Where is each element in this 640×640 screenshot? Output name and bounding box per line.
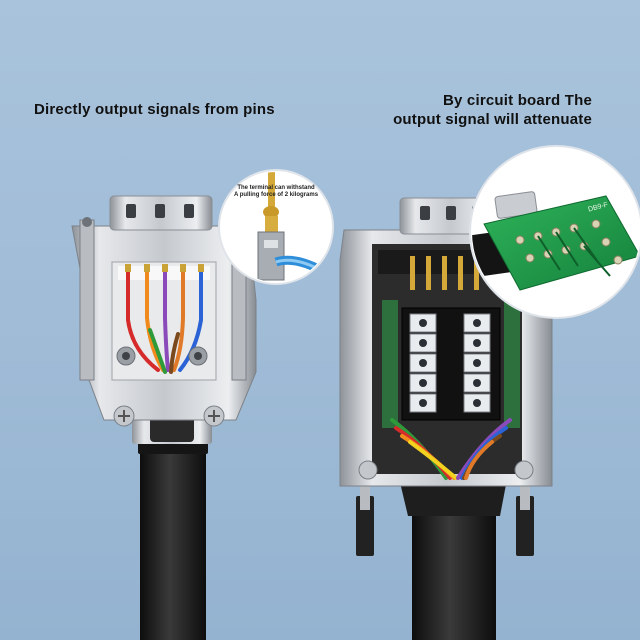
- caption-circuit-board-line1: By circuit board The: [442, 92, 592, 109]
- right-cable: [412, 500, 496, 640]
- caption-circuit-board: By circuit board The output signal will …: [393, 91, 592, 129]
- right-connector: [339, 197, 553, 640]
- pcb-zoom-callout: [469, 145, 640, 319]
- left-wires: [126, 268, 203, 374]
- left-connector: [71, 195, 257, 640]
- callout-line2: A pulling force of 2 kilograms: [233, 192, 319, 198]
- caption-direct-pins: Directly output signals from pins: [34, 101, 275, 118]
- left-cable: [140, 440, 206, 640]
- terminal-zoom-callout: [218, 169, 334, 285]
- caption-circuit-board-line2: output signal will attenuate: [393, 111, 592, 128]
- right-wires: [390, 418, 512, 480]
- callout-line1: The terminal can withstand: [237, 185, 315, 191]
- callout-text: The terminal can withstand A pulling for…: [222, 185, 330, 199]
